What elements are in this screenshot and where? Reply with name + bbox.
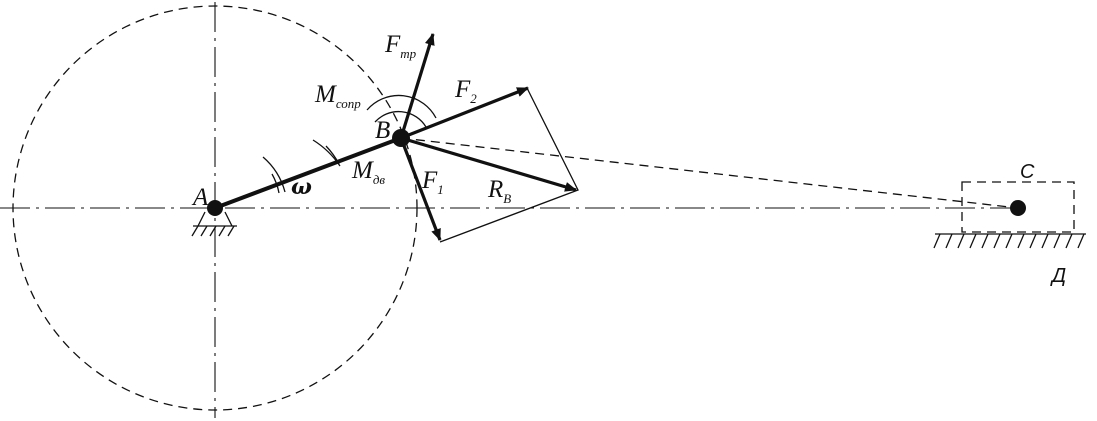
label-omega: ω	[291, 174, 312, 200]
omega-arc-inner	[271, 173, 280, 194]
force-rb-vector	[400, 136, 577, 192]
label-point-c: C	[1020, 161, 1035, 183]
slider-block	[961, 181, 1075, 233]
m-dv-arc	[312, 139, 341, 167]
label-rb: RB	[487, 176, 511, 206]
force-parallelogram	[439, 87, 579, 243]
crank-link	[213, 136, 403, 210]
label-point-b: B	[375, 117, 390, 144]
m-dv-arc-inner	[325, 145, 340, 165]
force-f2-vector	[400, 86, 529, 140]
crank-path-circle	[12, 5, 418, 411]
joint-a	[207, 200, 223, 216]
m-sopr-arc-inner	[374, 110, 427, 128]
joint-c	[1010, 200, 1026, 216]
connecting-rod-line	[400, 137, 1019, 209]
label-point-d: Д	[1050, 265, 1066, 287]
slider-ground-support	[933, 233, 1086, 249]
m-sopr-arc	[366, 94, 437, 119]
label-f2: F2	[454, 76, 477, 106]
label-m-sopr: Mсопр	[314, 81, 361, 111]
omega-arc	[262, 156, 286, 193]
force-f-tr-vector	[399, 33, 435, 139]
joint-b	[392, 129, 410, 147]
label-f1: F1	[421, 167, 444, 197]
label-point-a: A	[191, 184, 209, 211]
label-m-dv: Mдв	[351, 157, 385, 187]
label-f-tr: Fтр	[384, 31, 417, 61]
force-f1-vector	[399, 137, 442, 241]
fixed-support-a	[191, 211, 237, 237]
